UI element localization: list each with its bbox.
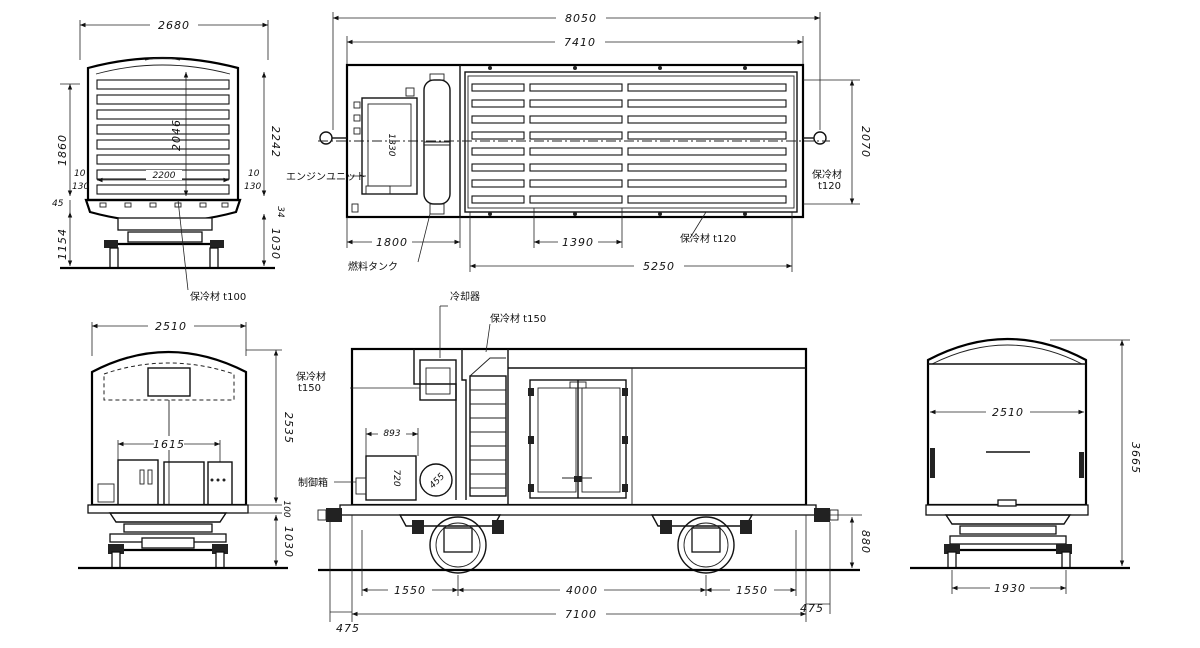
dim-end-top-130a: 130 xyxy=(72,182,89,192)
dim-side-1550a: 1550 xyxy=(394,584,426,597)
dim-rear-2510: 2510 xyxy=(992,406,1024,419)
dim-plan-1330: 1330 xyxy=(386,134,396,157)
dim-end-bottom-2510: 2510 xyxy=(155,320,187,333)
end-view-top: 2680 2046 2200 10 130 10 130 xyxy=(52,17,285,303)
dim-end-top-10b: 10 xyxy=(248,169,260,179)
dim-side-880: 880 xyxy=(859,530,872,554)
plan-slats xyxy=(471,83,787,204)
dim-side-7100: 7100 xyxy=(565,608,597,621)
dim-end-bottom-1030: 1030 xyxy=(282,526,295,558)
label-insulation-150b-l1: 保冷材 xyxy=(296,370,326,383)
dim-end-top-1154: 1154 xyxy=(56,228,69,260)
dim-end-top-2046: 2046 xyxy=(170,119,183,151)
dim-end-top-width: 2680 xyxy=(158,19,190,32)
dim-side-1550b: 1550 xyxy=(736,584,768,597)
dim-side-893: 893 xyxy=(383,429,400,439)
label-cooler: 冷却器 xyxy=(450,290,480,303)
dim-side-4000: 4000 xyxy=(566,584,598,597)
dim-side-455: 455 xyxy=(428,472,447,491)
dim-end-top-34: 34 xyxy=(275,206,285,218)
dim-plan-1800: 1800 xyxy=(376,236,408,249)
plan-view: 8050 7410 1330 xyxy=(286,10,872,273)
dim-end-top-130b: 130 xyxy=(244,182,261,192)
end-view-bottom: 2510 1615 2535 xyxy=(78,318,295,570)
rear-view: 2510 3665 1930 xyxy=(910,337,1142,595)
side-elevation: 冷却器 保冷材 t150 保冷材 t150 制御箱 720 893 xyxy=(296,290,872,635)
dim-end-top-2242: 2242 xyxy=(269,126,282,158)
dim-end-top-45: 45 xyxy=(52,199,64,209)
dim-end-top-10a: 10 xyxy=(74,169,86,179)
dim-end-bottom-2535: 2535 xyxy=(282,412,295,444)
label-fuel-tank: 燃料タンク xyxy=(348,260,398,273)
dim-end-bottom-100: 100 xyxy=(281,500,291,517)
label-insulation-150b: 保冷材 t150 xyxy=(296,370,329,394)
dim-end-bottom-1615: 1615 xyxy=(153,438,185,451)
dim-plan-8050: 8050 xyxy=(565,12,597,25)
label-insulation-120b-l2: t120 xyxy=(818,181,841,192)
dim-side-475b: 475 xyxy=(800,602,824,615)
dim-end-top-1030: 1030 xyxy=(269,228,282,260)
label-insulation-150a: 保冷材 t150 xyxy=(490,312,546,325)
label-control-box: 制御箱 xyxy=(298,476,328,489)
label-insulation-100: 保冷材 t100 xyxy=(190,290,246,303)
label-insulation-120a: 保冷材 t120 xyxy=(680,232,736,245)
dim-side-720: 720 xyxy=(391,469,401,486)
dim-end-top-2200: 2200 xyxy=(153,171,176,181)
label-insulation-120b-l1: 保冷材 xyxy=(812,168,842,181)
label-engine-unit: エンジンユニット xyxy=(286,172,366,183)
dim-plan-2070: 2070 xyxy=(859,126,872,158)
label-insulation-120b: 保冷材 t120 xyxy=(812,168,845,192)
label-insulation-150b-l2: t150 xyxy=(298,383,321,394)
dim-plan-1390: 1390 xyxy=(562,236,594,249)
dim-rear-1930: 1930 xyxy=(994,582,1026,595)
dim-plan-5250: 5250 xyxy=(643,260,675,273)
dim-side-475a: 475 xyxy=(336,622,360,635)
dim-plan-7410: 7410 xyxy=(564,36,596,49)
dim-rear-3665: 3665 xyxy=(1129,442,1142,474)
dim-end-top-1860: 1860 xyxy=(56,134,69,166)
